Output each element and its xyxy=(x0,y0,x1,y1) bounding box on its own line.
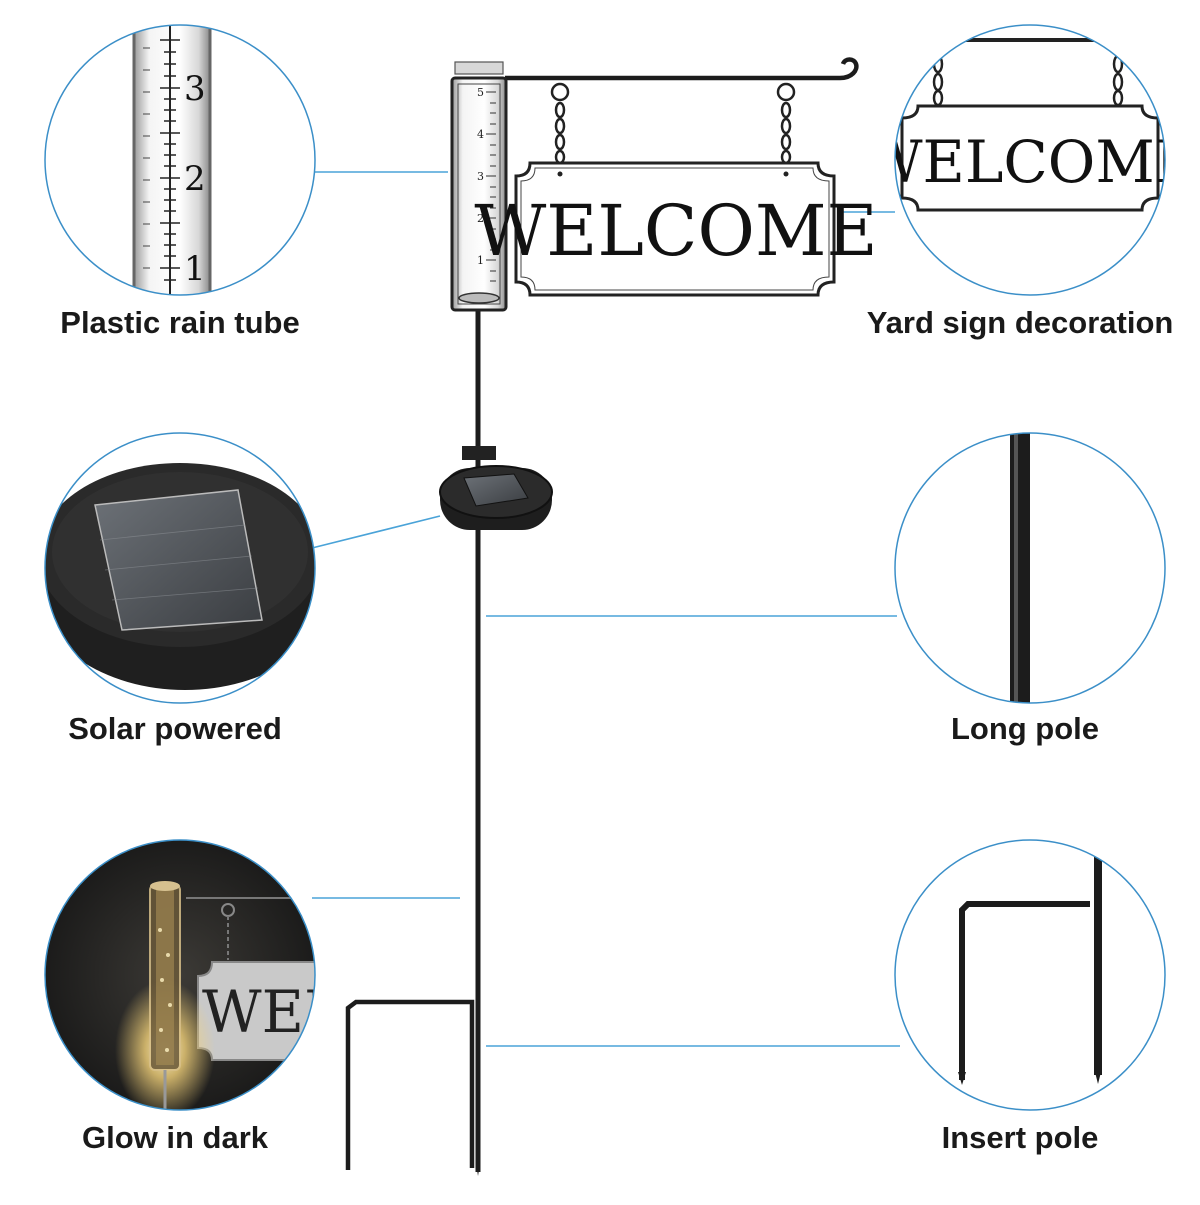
zoom-circle-solar xyxy=(44,432,316,704)
callout-lines xyxy=(311,171,900,1047)
insert-u-pole xyxy=(345,999,475,1170)
label-glow: Glow in dark xyxy=(81,1120,269,1155)
zoom-circle-rain-tube: 3 2 1 xyxy=(44,24,316,296)
label-rain-tube: Plastic rain tube xyxy=(60,305,300,340)
tube-number: 3 xyxy=(477,170,484,183)
rain-tube: 5 4 3 2 1 xyxy=(450,61,508,312)
tube-number: 1 xyxy=(477,254,484,267)
zoom-circle-long-pole xyxy=(894,432,1166,704)
tube-number: 4 xyxy=(477,128,484,141)
sign-arm xyxy=(505,57,859,81)
welcome-sign: WELCOME xyxy=(474,161,878,297)
zoom-circle-yard-sign: WELCOME xyxy=(863,24,1197,296)
tube-number: 5 xyxy=(477,86,484,99)
label-yard-sign: Yard sign decoration xyxy=(866,305,1174,340)
label-insert-pole: Insert pole xyxy=(941,1120,1099,1155)
zoom-circle-insert-pole xyxy=(894,839,1166,1111)
pole-spike-tip xyxy=(475,1160,481,1176)
tube-number: 2 xyxy=(477,212,484,225)
label-solar: Solar powered xyxy=(68,711,282,746)
zoom-welcome-text: WELCOME xyxy=(863,128,1197,196)
zoom-tube-number: 2 xyxy=(184,159,206,199)
callout-line-solar xyxy=(311,515,441,549)
zoom-circle-glow: WELC xyxy=(44,839,387,1111)
zoom-tube-number: 1 xyxy=(184,249,206,289)
welcome-text: WELCOME xyxy=(474,190,877,272)
main-product: 5 4 3 2 1 WELCOME xyxy=(345,57,878,1176)
glow-sign-text: WELC xyxy=(202,978,387,1046)
tube-scale-ticks xyxy=(486,91,496,282)
solar-light xyxy=(439,446,553,530)
zoom-tube-number: 3 xyxy=(184,69,206,109)
sign-chains xyxy=(550,82,796,165)
label-long-pole: Long pole xyxy=(950,711,1100,746)
